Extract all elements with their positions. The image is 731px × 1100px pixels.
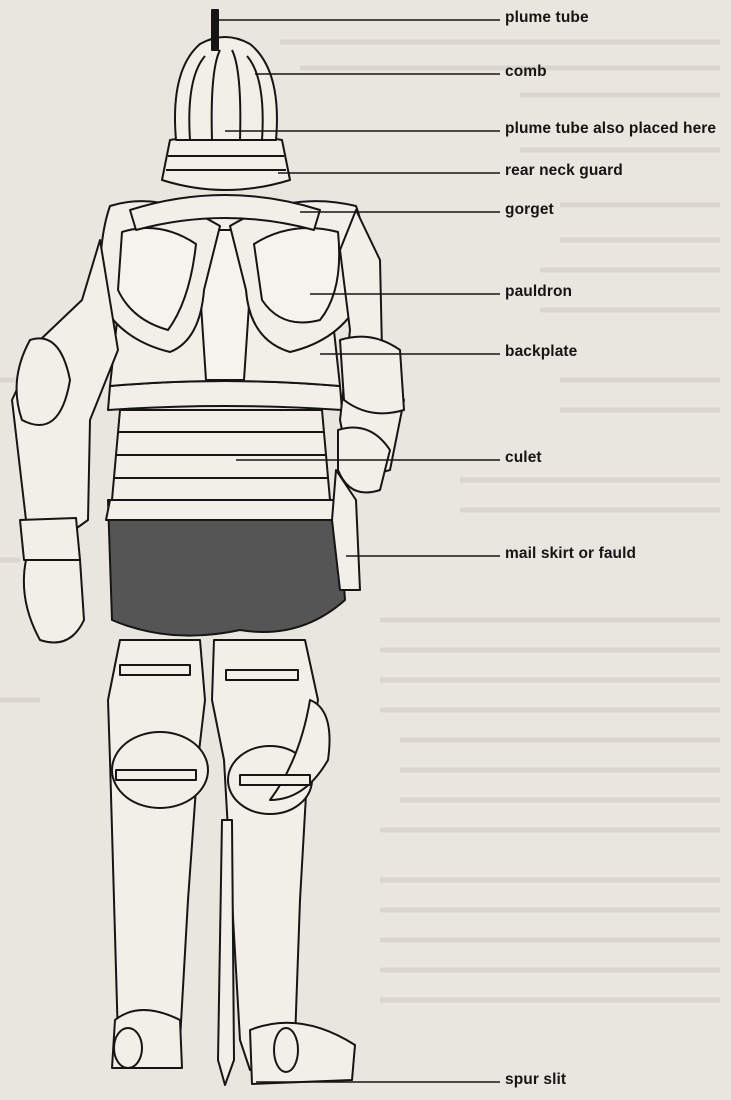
rear-neck-guard [162,135,290,190]
right-arm [332,210,404,590]
label-plume-tube-also: plume tube also placed here [505,120,716,138]
label-spur-slit: spur slit [505,1071,566,1089]
label-culet: culet [505,449,542,467]
label-rear-neck-guard: rear neck guard [505,162,623,180]
label-plume-tube: plume tube [505,9,589,27]
label-backplate: backplate [505,343,577,361]
label-pauldron: pauldron [505,283,572,301]
waist-belt [108,381,342,410]
culet [112,410,330,500]
left-arm [12,240,118,643]
mail-skirt [106,500,345,636]
sword-scabbard [218,820,234,1085]
helmet [175,10,277,140]
left-leg-greave [108,640,208,1068]
label-mail-skirt: mail skirt or fauld [505,545,636,563]
label-comb: comb [505,63,547,81]
label-gorget: gorget [505,201,554,219]
